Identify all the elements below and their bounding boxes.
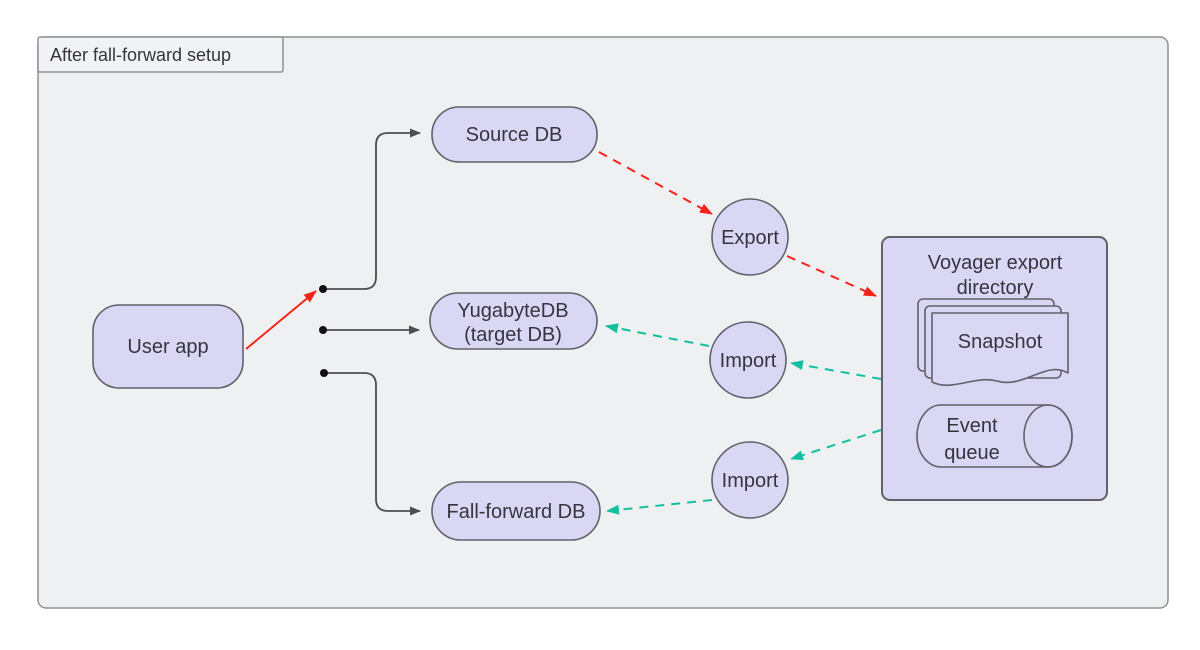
import-bottom-shape xyxy=(711,441,789,519)
edge-import-bottom-to-fall-forward-db xyxy=(606,499,713,515)
node-voyager-export-directory: Voyager export directory Snapshot Event … xyxy=(881,236,1108,501)
import-bottom-label: Import xyxy=(722,470,779,492)
source-db-shape xyxy=(431,106,598,163)
node-import-bottom: Import xyxy=(711,441,789,519)
frame-title: After fall-forward setup xyxy=(50,45,231,65)
user-app-fanout-connectors xyxy=(319,128,421,516)
event-queue-icon: Event queue xyxy=(916,404,1073,468)
event-queue-label-line2: queue xyxy=(944,442,1000,464)
snapshot-documents-icon: Snapshot xyxy=(917,298,1069,387)
source-db-label: Source DB xyxy=(466,124,563,146)
frame-title-box xyxy=(37,36,284,73)
node-user-app: User app xyxy=(92,304,244,389)
node-fall-forward-db: Fall-forward DB xyxy=(431,481,601,541)
event-queue-label-line1: Event xyxy=(946,415,998,437)
event-queue-cap xyxy=(1023,404,1073,468)
node-target-db: YugabyteDB (target DB) xyxy=(429,292,598,350)
user-app-shape xyxy=(92,304,244,389)
import-top-label: Import xyxy=(720,350,777,372)
voyager-title-line2: directory xyxy=(957,277,1034,299)
edge-export-to-voyager xyxy=(786,255,877,297)
edge-import-top-to-target-db xyxy=(605,323,710,347)
node-source-db: Source DB xyxy=(431,106,598,163)
node-import-top: Import xyxy=(709,321,787,399)
target-db-shape xyxy=(429,292,598,350)
import-top-shape xyxy=(709,321,787,399)
junction-dot-top xyxy=(319,285,327,293)
junction-dot-bottom xyxy=(320,369,328,377)
node-export: Export xyxy=(711,198,789,276)
export-shape xyxy=(711,198,789,276)
user-app-label: User app xyxy=(127,336,208,358)
connector-to-fall-forward-db xyxy=(324,372,421,516)
target-db-label-line1: YugabyteDB xyxy=(457,300,568,322)
export-label: Export xyxy=(721,227,779,249)
voyager-title-line1: Voyager export xyxy=(928,252,1063,274)
edge-user-app-to-junction xyxy=(245,290,317,350)
snapshot-label: Snapshot xyxy=(958,331,1043,353)
target-db-label-line2: (target DB) xyxy=(464,324,562,346)
junction-dot-middle xyxy=(319,326,327,334)
snapshot-page-front xyxy=(931,312,1069,387)
fall-forward-db-label: Fall-forward DB xyxy=(447,501,586,523)
connector-to-source-db xyxy=(323,128,421,290)
edge-source-db-to-export xyxy=(598,151,713,215)
fall-forward-db-shape xyxy=(431,481,601,541)
